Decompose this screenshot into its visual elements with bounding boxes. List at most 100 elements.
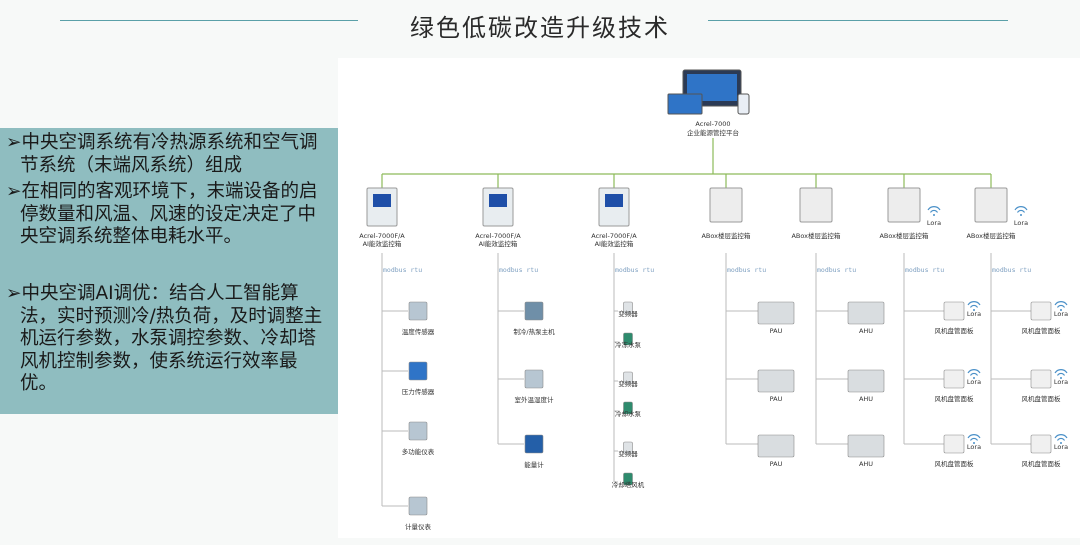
device-icon-3-3 [623, 371, 633, 385]
controller-label-1-1: Acrel-7000F/A [359, 232, 405, 240]
device-label-4-1: PAU [770, 327, 783, 335]
lora-label-6-3: Lora [967, 443, 981, 451]
device-icon-5-3 [847, 434, 885, 458]
device-label-2-2: 室外温湿度计 [515, 395, 555, 404]
device-icon-4-2 [757, 369, 795, 393]
lora-label-6-2: Lora [967, 378, 981, 386]
wifi-icon-6-3-dot [973, 442, 975, 444]
device-icon-4-3 [757, 434, 795, 458]
device-icon-6-3 [943, 434, 965, 454]
wifi-icon-controller-7-inner [1016, 209, 1026, 213]
device-label-2-3: 能量计 [524, 460, 544, 469]
bullet-2: ➢在相同的客观环境下，末端设备的启停数量和风温、风速的设定决定了中央空调系统整体… [6, 181, 318, 247]
device-label-7-1: 风机盘管面板 [1022, 326, 1062, 335]
device-label-5-3: AHU [859, 460, 873, 468]
lora-label-6-1: Lora [967, 310, 981, 318]
device-icon-6-1 [943, 301, 965, 321]
lora-label-7-1: Lora [1054, 310, 1068, 318]
controller-label-2-2: AI能效监控箱 [479, 239, 518, 248]
wifi-icon-6-1-dot [973, 309, 975, 311]
wifi-icon-6-2 [967, 369, 981, 374]
bullet-panel: ➢中央空调系统有冷热源系统和空气调节系统（末端风系统）组成 ➢在相同的客观环境下… [0, 128, 338, 414]
device-label-1-3: 多功能仪表 [402, 447, 435, 456]
controller-cabinet-7 [974, 187, 1008, 223]
title-line-left [60, 20, 358, 21]
platform-desc: 企业能源管控平台 [687, 128, 739, 137]
device-icon-3-5 [623, 441, 633, 455]
device-label-6-3: 风机盘管面板 [935, 459, 975, 468]
wifi-icon-7-3-dot [1060, 442, 1062, 444]
bullet-1: ➢中央空调系统有冷热源系统和空气调节系统（末端风系统）组成 [6, 132, 318, 176]
controller-screen-2 [489, 194, 507, 207]
device-label-6-2: 风机盘管面板 [935, 394, 975, 403]
device-icon-2-3 [524, 434, 544, 454]
wifi-icon-7-2 [1054, 369, 1068, 374]
protocol-label-1: modbus rtu [383, 266, 422, 274]
device-label-1-1: 温度传感器 [402, 327, 435, 336]
laptop-icon [667, 93, 703, 115]
wifi-icon-controller-6-inner [929, 209, 939, 213]
device-icon-7-2 [1030, 369, 1052, 389]
platform-name: Acrel-7000 [695, 120, 730, 128]
device-label-5-1: AHU [859, 327, 873, 335]
wifi-icon-7-1-dot [1060, 309, 1062, 311]
wifi-icon-6-2-inner [969, 372, 979, 376]
device-label-2-1: 制冷/热泵主机 [513, 327, 555, 336]
wifi-icon-7-1 [1054, 301, 1068, 306]
device-label-7-2: 风机盘管面板 [1022, 394, 1062, 403]
device-icon-2-1 [524, 301, 544, 321]
wifi-icon-controller-6-dot [933, 214, 935, 216]
device-label-3-1: 变频器 [618, 309, 638, 318]
wifi-icon-controller-7-dot [1020, 214, 1022, 216]
controller-screen-3 [605, 194, 623, 207]
protocol-label-6: modbus rtu [905, 266, 944, 274]
device-icon-6-2 [943, 369, 965, 389]
controller-screen-1 [373, 194, 391, 207]
controller-label-2-1: Acrel-7000F/A [475, 232, 521, 240]
wifi-icon-6-3-inner [969, 437, 979, 441]
wifi-icon-controller-6 [927, 206, 941, 211]
controller-label-3-2: AI能效监控箱 [595, 239, 634, 248]
bullet-3: ➢中央空调AI调优：结合人工智能算法，实时预测冷/热负荷，及时调整主机运行参数，… [6, 283, 323, 394]
controller-label-6-1: ABox楼层监控箱 [879, 231, 929, 240]
lora-label-controller-6: Lora [927, 219, 941, 227]
page-title: 绿色低碳改造升级技术 [410, 14, 670, 42]
device-icon-3-1 [623, 301, 633, 315]
device-icon-7-3 [1030, 434, 1052, 454]
protocol-label-2: modbus rtu [499, 266, 538, 274]
device-label-1-2: 压力传感器 [402, 387, 435, 396]
device-label-7-3: 风机盘管面板 [1022, 459, 1062, 468]
wifi-icon-6-1-inner [969, 304, 979, 308]
wifi-icon-6-1 [967, 301, 981, 306]
controller-cabinet-4 [709, 187, 743, 223]
protocol-label-4: modbus rtu [727, 266, 766, 274]
wifi-icon-7-1-inner [1056, 304, 1066, 308]
controller-label-5-1: ABox楼层监控箱 [791, 231, 841, 240]
wifi-icon-controller-7 [1014, 206, 1028, 211]
controller-label-7-1: ABox楼层监控箱 [966, 231, 1016, 240]
protocol-label-3: modbus rtu [615, 266, 654, 274]
device-icon-3-4 [623, 401, 633, 415]
controller-cabinet-6 [887, 187, 921, 223]
device-label-5-2: AHU [859, 395, 873, 403]
lora-label-7-3: Lora [1054, 443, 1068, 451]
wifi-icon-7-3-inner [1056, 437, 1066, 441]
title-line-right [708, 20, 1008, 21]
device-icon-5-1 [847, 301, 885, 325]
device-icon-1-1 [408, 301, 428, 321]
wifi-icon-6-2-dot [973, 377, 975, 379]
device-icon-7-1 [1030, 301, 1052, 321]
device-icon-1-2 [408, 361, 428, 381]
device-label-1-4: 计量仪表 [405, 522, 432, 531]
wifi-icon-7-3 [1054, 434, 1068, 439]
device-icon-5-2 [847, 369, 885, 393]
controller-label-1-2: AI能效监控箱 [363, 239, 402, 248]
device-label-4-2: PAU [770, 395, 783, 403]
device-icon-3-6 [623, 472, 633, 486]
device-label-3-3: 变频器 [618, 379, 638, 388]
device-label-4-3: PAU [770, 460, 783, 468]
lora-label-7-2: Lora [1054, 378, 1068, 386]
device-label-3-4: 冷却水泵 [615, 409, 642, 418]
lora-label-controller-7: Lora [1014, 219, 1028, 227]
controller-label-3-1: Acrel-7000F/A [591, 232, 637, 240]
